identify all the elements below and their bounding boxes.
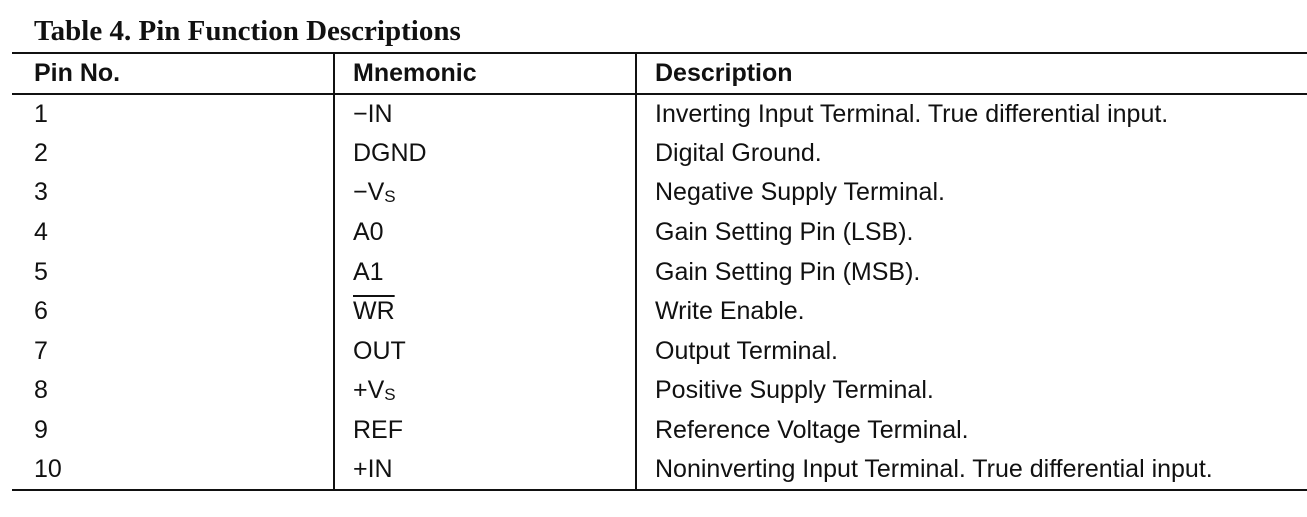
pin-number-cell: 9 (34, 416, 48, 445)
mnemonic-cell: REF (333, 410, 636, 451)
mnemonic-cell: +VS (333, 371, 636, 411)
mnemonic-text: OUT (353, 336, 406, 365)
mnemonic-text: DGND (353, 138, 427, 167)
mnemonic-text: A0 (353, 218, 384, 247)
document-page: Table 4. Pin Function Descriptions Pin N… (12, 10, 1307, 491)
header-pin-no: Pin No. (12, 52, 334, 95)
table-row: 9 REF Reference Voltage Terminal. (12, 410, 1307, 451)
table-title: Table 4. Pin Function Descriptions (34, 15, 461, 47)
mnemonic-text: A1 (353, 257, 384, 286)
table-row: 5 A1 Gain Setting Pin (MSB). (12, 252, 1307, 292)
table-row: 6 WR Write Enable. (12, 291, 1307, 332)
description-cell: Output Terminal. (635, 331, 1307, 372)
mnemonic-text: +V (353, 376, 385, 405)
pin-number-cell: 3 (34, 178, 48, 207)
description-cell: Digital Ground. (635, 133, 1307, 174)
pin-number-cell: 6 (34, 297, 48, 326)
table-row: 7 OUT Output Terminal. (12, 331, 1307, 372)
mnemonic-text: WR (353, 297, 395, 326)
pin-number-cell: 4 (34, 218, 48, 247)
description-cell: Write Enable. (635, 291, 1307, 332)
pin-number-cell: 7 (34, 336, 48, 365)
description-cell: Positive Supply Terminal. (635, 371, 1307, 411)
mnemonic-cell: WR (333, 291, 636, 332)
table-row: 2 DGND Digital Ground. (12, 133, 1307, 174)
mnemonic-text: +IN (353, 455, 393, 484)
mnemonic-cell: DGND (333, 133, 636, 174)
table-row: 1 −IN Inverting Input Terminal. True diffe… (12, 94, 1307, 134)
pin-function-table: Pin No. Mnemonic Description 1 −IN Inverti… (12, 52, 1307, 491)
description-cell: Gain Setting Pin (MSB). (635, 252, 1307, 292)
table-body: 1 −IN Inverting Input Terminal. True diffe… (12, 94, 1307, 491)
mnemonic-subscript: S (384, 187, 396, 207)
pin-number-cell: 10 (12, 450, 334, 491)
mnemonic-subscript: S (384, 385, 396, 405)
header-row: Pin No. Mnemonic Description (12, 52, 1307, 95)
description-cell: Noninverting Input Terminal. True differ… (635, 450, 1307, 491)
table-row: 10 +IN Noninverting Input Terminal. True d… (12, 450, 1307, 491)
table-row: 4 A0 Gain Setting Pin (LSB). (12, 212, 1307, 253)
table-header: Pin No. Mnemonic Description (12, 52, 1307, 95)
pin-number-cell: 8 (34, 376, 48, 405)
description-cell: Gain Setting Pin (LSB). (635, 212, 1307, 253)
mnemonic-text: REF (353, 416, 403, 445)
description-cell: Inverting Input Terminal. True different… (635, 94, 1307, 134)
mnemonic-text: −V (353, 178, 385, 207)
mnemonic-cell: OUT (333, 331, 636, 372)
description-cell: Negative Supply Terminal. (635, 173, 1307, 213)
mnemonic-cell: +IN (333, 450, 636, 491)
header-description: Description (635, 52, 1307, 95)
mnemonic-cell: A0 (333, 212, 636, 253)
mnemonic-cell: −IN (333, 94, 636, 134)
mnemonic-text: −IN (353, 99, 393, 128)
description-cell: Reference Voltage Terminal. (635, 410, 1307, 451)
mnemonic-cell: A1 (333, 252, 636, 292)
pin-number-cell: 2 (34, 138, 48, 167)
mnemonic-cell: −VS (333, 173, 636, 213)
header-mnemonic: Mnemonic (333, 52, 636, 95)
pin-number-cell: 1 (34, 99, 48, 128)
pin-number-cell: 5 (34, 257, 48, 286)
